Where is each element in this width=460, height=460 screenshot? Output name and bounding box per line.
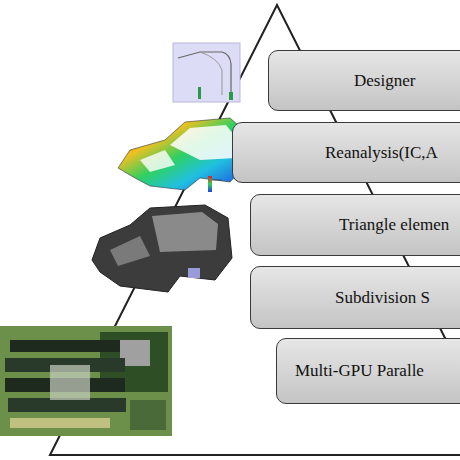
pyramid-level-box: Reanalysis(IC,A bbox=[232, 122, 460, 183]
level-label: Triangle elemen bbox=[339, 215, 449, 235]
gpu-board-photo bbox=[0, 326, 172, 436]
car-body-contour bbox=[118, 118, 246, 192]
design-thumbnail bbox=[173, 43, 240, 102]
pyramid-level-box: Multi-GPU Paralle bbox=[276, 338, 460, 404]
level-label: Designer bbox=[354, 71, 415, 91]
pyramid-level-box: Designer bbox=[268, 50, 460, 111]
pyramid-level-box: Triangle elemen bbox=[250, 194, 460, 256]
level-label: Multi-GPU Paralle bbox=[295, 361, 424, 381]
pyramid-level-box: Subdivision S bbox=[250, 266, 460, 329]
car-mesh bbox=[92, 205, 232, 292]
level-label: Reanalysis(IC,A bbox=[325, 143, 438, 163]
level-label: Subdivision S bbox=[335, 288, 430, 308]
